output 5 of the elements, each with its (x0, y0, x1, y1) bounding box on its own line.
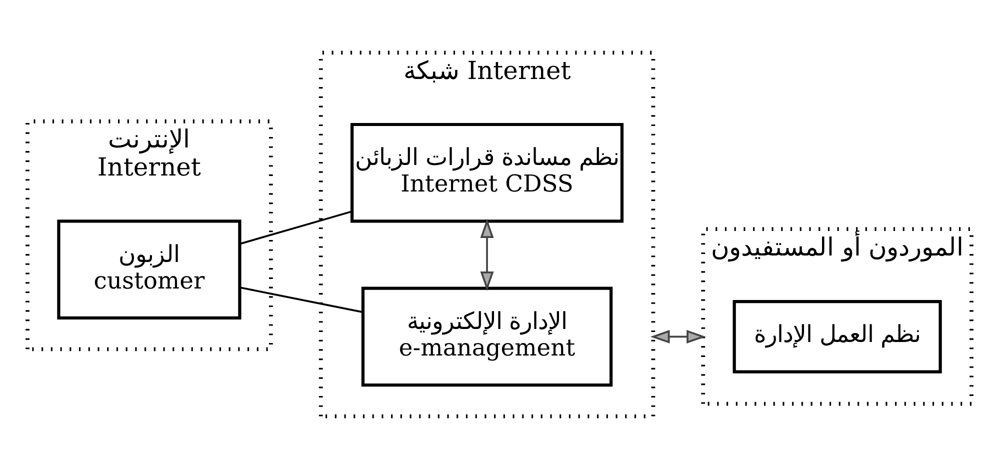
connector (240, 286, 363, 313)
connector (240, 210, 352, 245)
arrow (650, 330, 706, 344)
node-box: نظم العمل الإدارة (732, 300, 942, 374)
arrow (480, 218, 494, 291)
